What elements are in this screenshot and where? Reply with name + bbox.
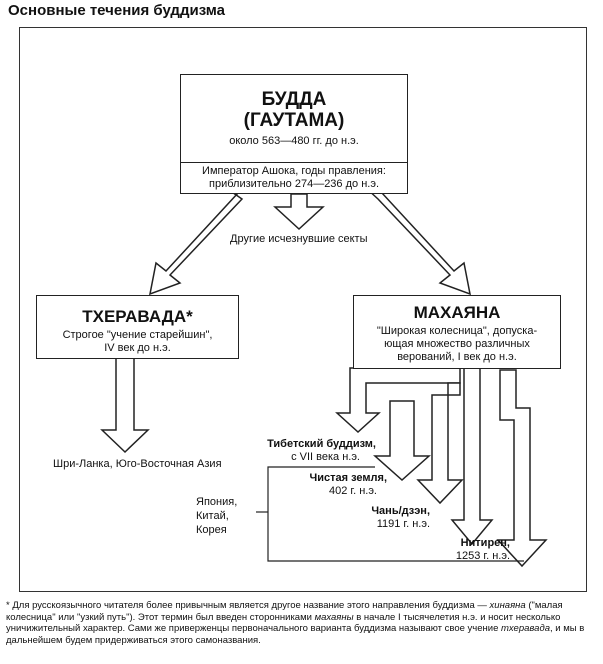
footnote: * Для русскоязычного читателя более прив… bbox=[6, 600, 585, 646]
mahayana-name: МАХАЯНА bbox=[413, 303, 501, 322]
buddha-name-line2: (ГАУТАМА) bbox=[243, 110, 345, 131]
theravada-regions: Шри-Ланка, Юго-Восточная Азия bbox=[53, 458, 222, 470]
school-chan-zen: Чань/дзэн, 1191 г. н.э. bbox=[340, 505, 430, 531]
other-sects-label: Другие исчезнувшие секты bbox=[230, 233, 368, 245]
buddha-box: БУДДА (ГАУТАМА) около 563—480 гг. до н.э… bbox=[180, 74, 408, 163]
school-tibetan-name: Тибетский буддизм, bbox=[267, 438, 376, 450]
mahayana-desc-line2: ющая множество различных bbox=[384, 338, 530, 350]
diagram-frame bbox=[19, 27, 587, 592]
buddha-name-line1: БУДДА bbox=[261, 89, 327, 110]
school-pure-land-date: 402 г. н.э. bbox=[329, 485, 377, 497]
mahayana-desc-line1: "Широкая колесница", допуска- bbox=[376, 325, 538, 337]
school-pure-land: Чистая земля, 402 г. н.э. bbox=[285, 472, 387, 498]
ashoka-box: Император Ашока, годы правления: приблиз… bbox=[180, 162, 408, 194]
east-asia-korea: Корея bbox=[196, 524, 227, 536]
east-asia-japan: Япония, bbox=[196, 496, 238, 508]
buddha-dates: около 563—480 гг. до н.э. bbox=[229, 135, 359, 147]
mahayana-desc-line3: верований, I век до н.э. bbox=[397, 351, 517, 363]
arrow-other-sects bbox=[273, 193, 325, 231]
school-nichiren-date: 1253 г. н.э. bbox=[455, 550, 510, 562]
arrow-tibetan bbox=[335, 367, 461, 434]
arrow-to-mahayana bbox=[365, 187, 471, 296]
arrow-to-theravada bbox=[149, 187, 244, 296]
ashoka-line1: Император Ашока, годы правления: bbox=[202, 165, 386, 177]
school-nichiren-name: Нитирен, bbox=[460, 537, 510, 549]
east-asia-list: Япония, Китай, Корея bbox=[196, 495, 237, 537]
school-tibetan-date: с VII века н.э. bbox=[291, 451, 360, 463]
mahayana-box: МАХАЯНА "Широкая колесница", допуска- ющ… bbox=[353, 295, 561, 369]
theravada-box: ТХЕРАВАДА* Строгое "учение старейшин", I… bbox=[36, 295, 239, 359]
theravada-desc-line2: IV век до н.э. bbox=[104, 342, 171, 354]
arrow-long-right bbox=[496, 369, 548, 568]
school-chan-zen-name: Чань/дзэн, bbox=[371, 505, 430, 517]
arrow-chan-zen bbox=[416, 382, 464, 505]
arrow-pure-land bbox=[373, 400, 431, 482]
school-chan-zen-date: 1191 г. н.э. bbox=[376, 518, 430, 530]
page-title: Основные течения буддизма bbox=[8, 2, 226, 19]
arrow-theravada-down bbox=[100, 357, 150, 454]
theravada-desc-line1: Строгое "учение старейшин", bbox=[62, 329, 213, 341]
school-tibetan: Тибетский буддизм, с VII века н.э. bbox=[238, 438, 376, 464]
east-asia-bracket bbox=[267, 466, 524, 562]
ashoka-line2: приблизительно 274—236 до н.э. bbox=[209, 178, 379, 190]
school-nichiren: Нитирен, 1253 г. н.э. bbox=[430, 537, 510, 563]
east-asia-china: Китай, bbox=[196, 510, 229, 522]
theravada-name: ТХЕРАВАДА* bbox=[82, 307, 193, 326]
school-pure-land-name: Чистая земля, bbox=[309, 472, 387, 484]
arrow-nichiren bbox=[450, 367, 494, 546]
